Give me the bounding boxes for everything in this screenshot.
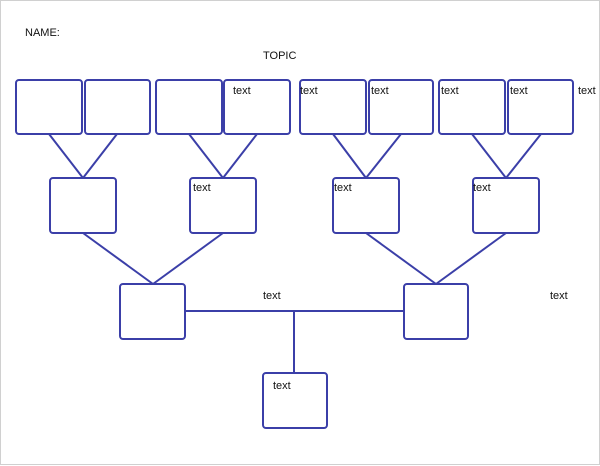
connector-line	[365, 133, 402, 179]
box-text-label: text	[193, 182, 211, 194]
box-text-label: text	[473, 182, 491, 194]
base-box[interactable]	[262, 372, 328, 429]
box-text-label: text	[550, 290, 568, 302]
top-box[interactable]	[438, 79, 506, 135]
connector-line	[222, 133, 258, 179]
connector-line	[332, 133, 367, 179]
top-box[interactable]	[223, 79, 291, 135]
box-text-label: text	[578, 85, 596, 97]
top-box[interactable]	[15, 79, 83, 135]
middle-box[interactable]	[49, 177, 117, 234]
box-text-label: text	[233, 85, 251, 97]
connector-line	[82, 133, 118, 179]
connector-line	[82, 232, 154, 285]
top-box[interactable]	[299, 79, 367, 135]
connector-line	[505, 133, 542, 179]
box-text-label: text	[334, 182, 352, 194]
middle-box[interactable]	[332, 177, 400, 234]
connector-text-label: text	[263, 290, 281, 302]
lower-box[interactable]	[403, 283, 469, 340]
middle-box[interactable]	[189, 177, 257, 234]
connector-line	[365, 232, 437, 285]
name-label: NAME:	[25, 27, 60, 39]
top-box[interactable]	[84, 79, 151, 135]
middle-box[interactable]	[472, 177, 540, 234]
top-box[interactable]	[155, 79, 223, 135]
topic-label: TOPIC	[263, 50, 297, 62]
lower-box[interactable]	[119, 283, 186, 340]
box-text-label: text	[300, 85, 318, 97]
box-text-label: text	[273, 380, 291, 392]
top-box[interactable]	[368, 79, 434, 135]
top-box[interactable]	[507, 79, 574, 135]
box-text-label: text	[441, 85, 459, 97]
box-text-label: text	[371, 85, 389, 97]
connector-line	[188, 133, 224, 179]
connector-line	[48, 133, 84, 179]
connector-line	[471, 133, 507, 179]
connector-line	[152, 232, 224, 285]
connector-line	[435, 232, 507, 285]
box-text-label: text	[510, 85, 528, 97]
